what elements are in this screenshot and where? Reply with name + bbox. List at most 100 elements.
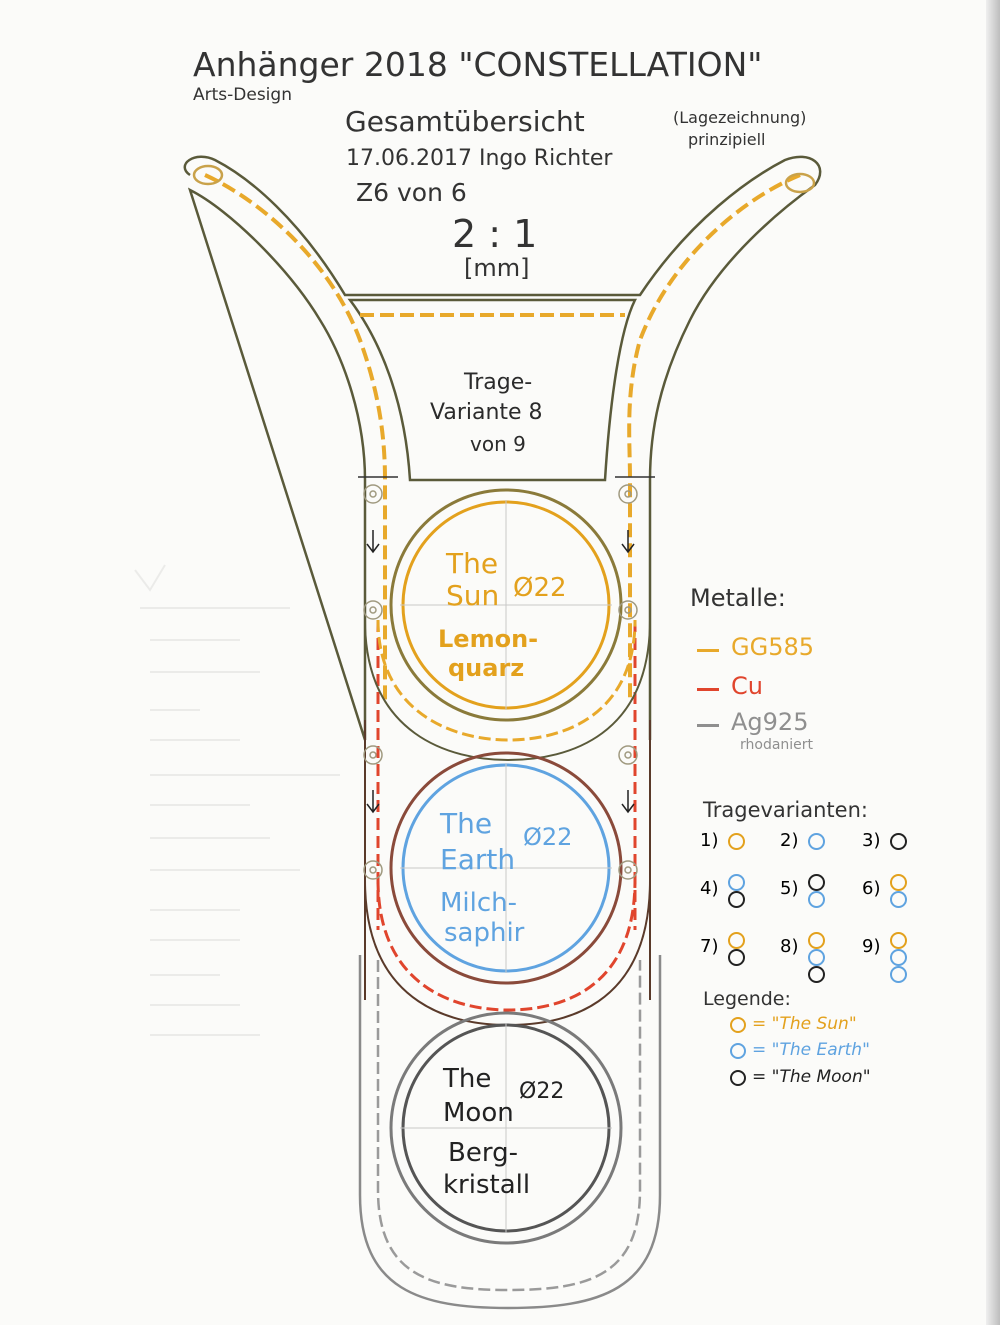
drawing-title: Anhänger 2018 "CONSTELLATION" [193, 45, 763, 84]
variant-5-moon-circle [808, 874, 825, 891]
gold-swatch [697, 649, 719, 652]
sun-name-1: The [446, 547, 499, 580]
legend-heading: Legende: [703, 988, 791, 1010]
metals-heading: Metalle: [690, 584, 786, 612]
variant-9-earth-circle-2 [890, 966, 907, 983]
metal-item-silver: Ag925 [697, 708, 808, 736]
variant-4: 4) [700, 874, 745, 908]
variant-6-sun-circle [890, 874, 907, 891]
variant-6: 6) [862, 874, 907, 908]
metal-note-silver: rhodaniert [740, 737, 814, 753]
variant-6-label: 6) [862, 878, 881, 899]
moon-name-2: Moon [443, 1098, 514, 1128]
gold-band-left [204, 173, 387, 700]
variant-1-sun-circle [728, 833, 745, 850]
direction-arrows [366, 530, 635, 814]
copper-swatch [697, 688, 719, 691]
moon-stone [389, 1011, 623, 1245]
variant-2: 2) [780, 830, 825, 851]
subtitle-note-2: prinzipiell [688, 130, 766, 149]
variant-4-earth-circle [728, 874, 745, 891]
legend-sun-circle [730, 1016, 746, 1033]
earth-material-1: Milch- [440, 888, 518, 918]
earth-name-1: The [440, 807, 493, 840]
earth-material-2: saphir [444, 918, 525, 948]
paper-edge [986, 0, 1000, 1325]
brand-name: Arts-Design [193, 85, 292, 105]
right-eyelet [784, 172, 816, 194]
variant-5: 5) [780, 874, 825, 908]
earth-name-2: Earth [440, 843, 516, 876]
drawing-scale: 2 : 1 [452, 212, 538, 256]
metal-label-silver: Ag925 [731, 708, 809, 736]
gold-u-outline [364, 619, 651, 762]
metal-item-gold: GG585 [697, 633, 814, 661]
legend-moon-text: = "The Moon" [752, 1067, 871, 1087]
legend-moon-circle [730, 1069, 746, 1086]
legend-item-earth: = "The Earth" [730, 1040, 870, 1060]
drawing-unit: [mm] [464, 254, 530, 282]
metal-label-copper: Cu [731, 672, 763, 700]
variant-3: 3) [862, 830, 907, 851]
variant-line-1: Trage- [464, 370, 533, 395]
variant-8-moon-circle [808, 966, 825, 983]
variant-7-sun-circle [728, 932, 745, 949]
variants-heading: Tragevarianten: [703, 798, 868, 822]
variant-grid: 1) 2) 3) 4) 5) 6) 7) 8) 9) [700, 830, 930, 990]
sheet-number: Z6 von 6 [356, 178, 467, 207]
sun-material-1: Lemon- [438, 625, 539, 653]
left-eyelet [192, 164, 224, 186]
legend-earth-circle [730, 1042, 746, 1059]
sun-material-2: quarz [448, 654, 525, 682]
variant-7: 7) [700, 932, 745, 966]
moon-name-1: The [443, 1064, 492, 1094]
variant-4-label: 4) [700, 878, 719, 899]
legend-item-sun: = "The Sun" [730, 1014, 857, 1034]
variant-4-moon-circle [728, 891, 745, 908]
subtitle-note: (Lagezeichnung) [673, 108, 807, 127]
sun-name-2: Sun [446, 579, 500, 612]
variant-9-label: 9) [862, 936, 881, 957]
gold-band-right [627, 173, 801, 700]
variant-6-earth-circle [890, 891, 907, 908]
variant-1: 1) [700, 830, 745, 851]
moon-diameter: Ø22 [519, 1079, 565, 1104]
variant-7-moon-circle [728, 949, 745, 966]
silver-swatch [697, 724, 719, 727]
variant-8-earth-circle [808, 949, 825, 966]
variant-8-sun-circle [808, 932, 825, 949]
variant-2-label: 2) [780, 830, 799, 851]
moon-material-2: kristall [443, 1170, 531, 1200]
connector-rings [363, 484, 638, 880]
faint-background-notes [134, 564, 340, 1036]
variant-2-earth-circle [808, 833, 825, 850]
earth-stone [389, 751, 623, 985]
variant-line-3: von 9 [470, 432, 526, 456]
variant-8-label: 8) [780, 936, 799, 957]
variant-3-label: 3) [862, 830, 881, 851]
variant-7-label: 7) [700, 936, 719, 957]
metal-label-gold: GG585 [731, 633, 815, 661]
copper-u-loop [376, 879, 637, 1012]
variant-3-moon-circle [890, 833, 907, 850]
variant-1-label: 1) [700, 830, 719, 851]
moon-material-1: Berg- [448, 1138, 518, 1168]
variant-9-sun-circle [890, 932, 907, 949]
metal-item-copper: Cu [697, 672, 763, 700]
variant-line-2: Variante 8 [430, 400, 543, 425]
variant-9-earth-circle [890, 949, 907, 966]
legend-earth-text: = "The Earth" [752, 1040, 870, 1060]
silver-u-outer [358, 955, 662, 1310]
variant-8: 8) [780, 932, 825, 983]
gold-frame-outline [183, 155, 822, 741]
variant-9: 9) [862, 932, 907, 983]
subtitle: Gesamtübersicht [345, 105, 585, 138]
date-author: 17.06.2017 Ingo Richter [346, 146, 613, 171]
legend-item-moon: = "The Moon" [730, 1067, 871, 1087]
sun-stone [389, 488, 623, 722]
variant-5-earth-circle [808, 891, 825, 908]
legend-sun-text: = "The Sun" [752, 1014, 857, 1034]
sun-diameter: Ø22 [513, 573, 567, 603]
